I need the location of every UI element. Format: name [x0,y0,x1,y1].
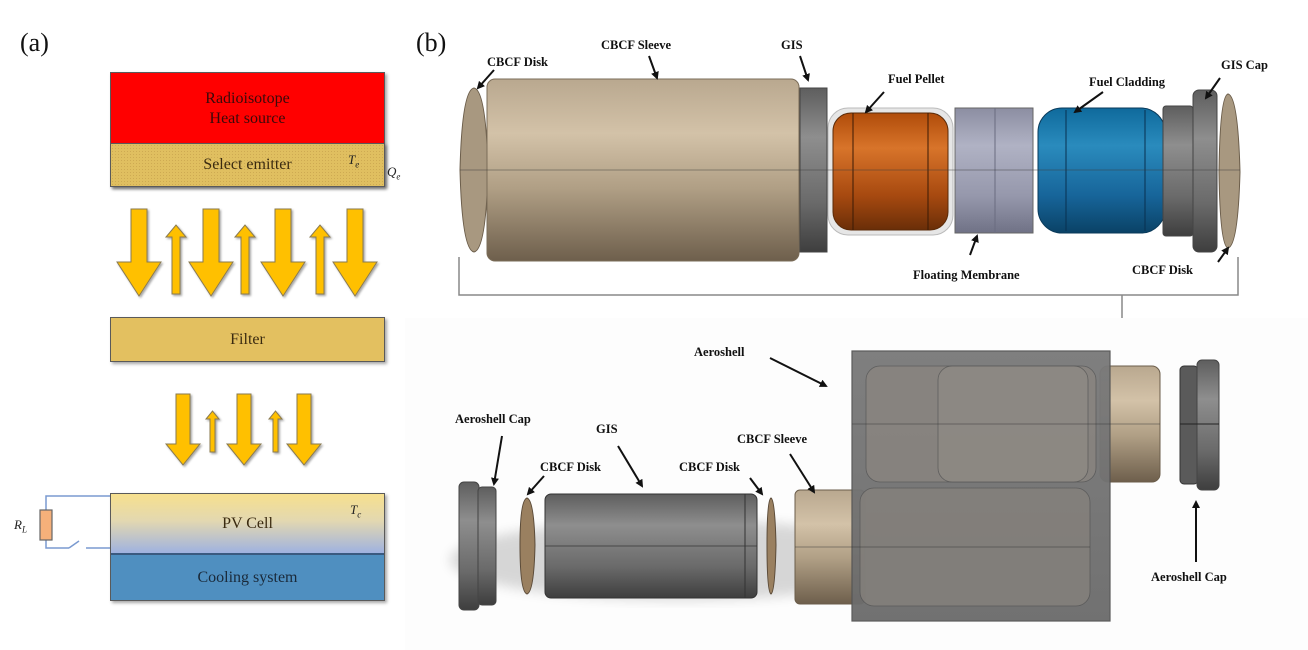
load-sub: L [21,524,27,535]
label-gis-bottom: GIS [596,422,618,436]
load-circuit [45,495,110,549]
bottom-assembly [450,350,1220,622]
label-cbcf-disk-bottom-2: CBCF Disk [679,460,741,474]
pv-temp-symbol: Tc [350,502,361,520]
assembly-bracket [458,257,1239,296]
emitter-temp-symbol: Te [348,152,359,170]
emitter-temp-letter: T [348,152,356,167]
label-aeroshell: Aeroshell [694,345,745,359]
load-resistor-symbol: RL [14,517,27,535]
aeroshell-cap-left-flange [458,481,480,611]
fuel-pellet [832,112,949,231]
load-resistor [39,509,53,541]
floating-membrane [954,107,1034,234]
aeroshell-cap-left-body [477,486,497,606]
label-aeroshell-cap-left: Aeroshell Cap [455,412,531,426]
label-aeroshell-cap-right: Aeroshell Cap [1151,570,1227,584]
cbcf-disk-bottom-2 [766,497,777,595]
label-cbcf-disk-bottom-1: CBCF Disk [540,460,602,474]
cbcf-disk-bottom-1 [519,497,536,595]
aeroshell-cap-right-flange [1196,359,1220,491]
cooling-system-label: Cooling system [197,568,298,586]
up-arrow-5 [267,410,284,453]
label-cbcf-disk-right: CBCF Disk [1132,263,1194,277]
pv-cell-box: PV Cell [110,493,385,555]
filter-box: Filter [110,317,385,362]
filter-label: Filter [230,330,265,348]
up-arrow-3 [308,224,332,295]
panel-a-arrows [39,208,378,549]
emitter-temp-sub: e [355,159,360,170]
label-cbcf-disk-left: CBCF Disk [487,55,549,69]
heat-source-line1: Radioisotope [205,89,290,107]
down-arrow-2 [188,208,234,297]
down-arrow-5 [164,393,202,466]
emitter-heat-sub: e [396,171,401,182]
emitter-heat-symbol: Qe [387,164,400,182]
down-arrow-6 [225,393,263,466]
down-arrow-7 [285,393,323,466]
emitter-heat-letter: Q [387,164,397,179]
pv-cell-label: PV Cell [222,514,273,532]
cooling-system-box: Cooling system [110,555,385,601]
label-gis: GIS [781,38,803,52]
select-emitter-label: Select emitter [203,156,292,173]
load-letter: R [14,517,22,532]
aeroshell-cap-right-body [1179,365,1199,485]
down-arrow-3 [260,208,306,297]
down-arrow-4 [332,208,378,297]
down-arrow-1 [116,208,162,297]
panel-b-label: (b) [416,28,447,57]
gis-cap-body [1162,105,1194,237]
label-fuel-cladding: Fuel Cladding [1089,75,1166,89]
up-arrow-4 [204,410,221,453]
select-emitter-box: Select emitter [110,143,385,187]
panel-a-label: (a) [20,28,49,57]
fuel-cladding [1037,107,1166,234]
label-cbcf-sleeve-bottom: CBCF Sleeve [737,432,808,446]
gis-cap-flange [1192,89,1218,253]
heat-source-line2: Heat source [209,109,286,127]
top-assembly [459,78,1241,262]
heat-source-box: Radioisotope Heat source [110,72,385,144]
pv-temp-sub: c [357,509,362,520]
up-arrow-2 [233,224,257,295]
up-arrow-1 [164,224,188,295]
pv-temp-letter: T [350,502,358,517]
cbcf-disk-right [1218,93,1241,249]
label-floating-membrane: Floating Membrane [913,268,1020,282]
pv-stack-frame [110,493,385,601]
label-cbcf-sleeve: CBCF Sleeve [601,38,672,52]
label-fuel-pellet: Fuel Pellet [888,72,945,86]
label-gis-cap: GIS Cap [1221,58,1268,72]
